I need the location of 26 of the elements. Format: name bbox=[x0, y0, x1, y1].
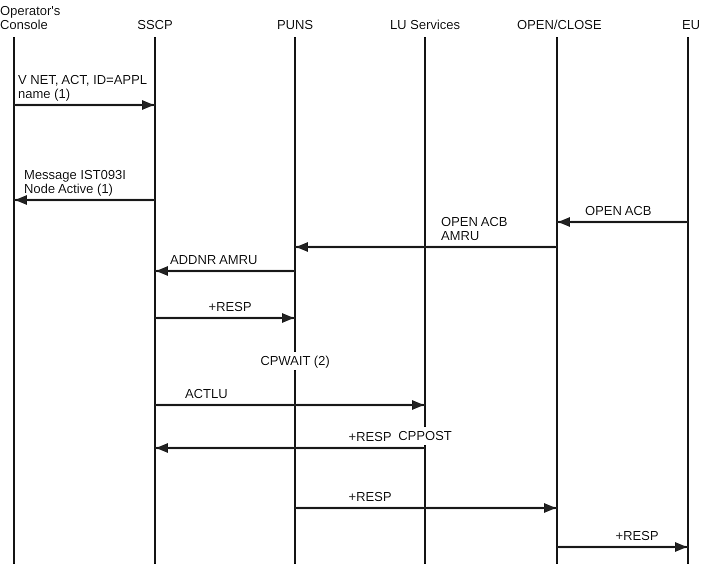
edge-label: +RESP bbox=[614, 529, 660, 543]
message-arrow bbox=[156, 266, 294, 276]
message-arrow bbox=[558, 217, 687, 227]
edge-label: ACTLU bbox=[185, 387, 229, 401]
edge-label: +RESP bbox=[208, 300, 252, 314]
message-arrow bbox=[15, 195, 154, 205]
message-arrow bbox=[156, 443, 424, 453]
message-arrow bbox=[156, 313, 294, 323]
edge-label: Message IST093I Node Active (1) bbox=[24, 168, 127, 196]
state-note: CPPOST bbox=[398, 427, 452, 445]
lifeline-heading: EU bbox=[680, 18, 700, 32]
edge-label: ADDNR AMRU bbox=[170, 253, 258, 267]
message-arrow bbox=[15, 100, 154, 110]
message-arrow bbox=[558, 542, 687, 552]
edge-label: V NET, ACT, ID=APPL name (1) bbox=[18, 73, 148, 101]
lifeline-heading: PUNS bbox=[276, 18, 314, 32]
lifeline-heading: LU Services bbox=[388, 18, 462, 32]
edge-label: +RESP bbox=[348, 490, 392, 504]
lifeline-heading: SSCP bbox=[136, 18, 174, 32]
message-arrow bbox=[296, 242, 556, 252]
message-arrow bbox=[296, 503, 556, 513]
message-arrow bbox=[156, 400, 424, 410]
state-note: CPWAIT (2) bbox=[260, 352, 330, 370]
edge-label: OPEN ACB AMRU bbox=[441, 215, 508, 243]
edge-label: OPEN ACB bbox=[585, 204, 652, 218]
lifeline-heading: Operator's Console bbox=[0, 4, 62, 32]
